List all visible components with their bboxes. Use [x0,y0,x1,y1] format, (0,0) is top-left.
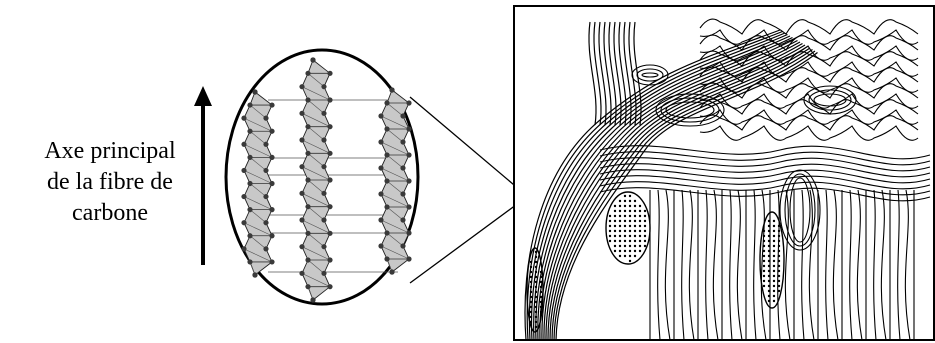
fiber-axis-label: Axe principal de la fibre de carbone [0,136,220,229]
turbostratic-texture [524,18,931,341]
crystal-structure-ellipse [224,48,420,306]
axis-label-line-2: de la fibre de [47,169,173,195]
axis-label-line-3: carbone [72,200,148,226]
graphene-sheets [241,57,412,303]
zoom-connector-lines [409,96,521,284]
axis-label-line-1: Axe principal [44,138,176,164]
fiber-texture-panel [513,5,935,341]
arrow-up-icon [194,86,212,265]
